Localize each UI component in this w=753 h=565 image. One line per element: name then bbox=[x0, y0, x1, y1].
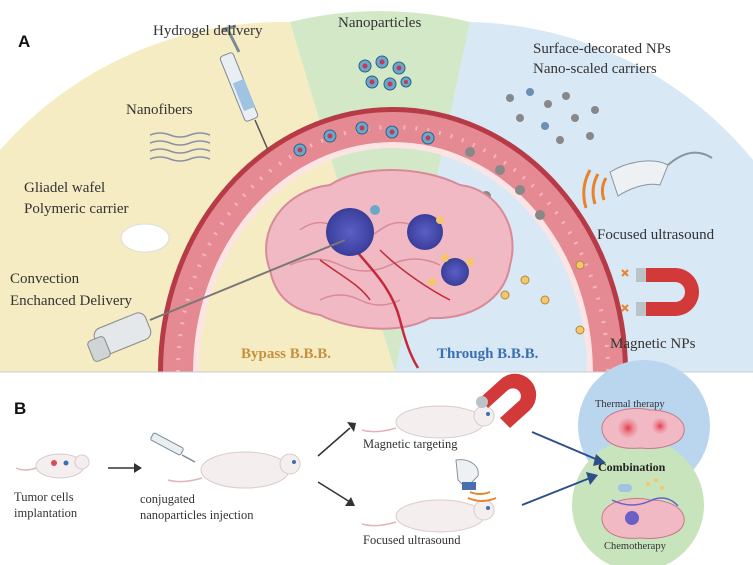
surface-decorated-particles bbox=[506, 88, 599, 144]
catheter-icon bbox=[87, 239, 346, 362]
hydrogel-label: Hydrogel delivery bbox=[153, 23, 263, 39]
polymeric-carrier-label: Polymeric carrier bbox=[24, 201, 129, 217]
thermal-therapy-label: Thermal therapy bbox=[595, 399, 665, 410]
syringe-icon bbox=[219, 24, 269, 151]
convection-label: Convection bbox=[10, 271, 80, 287]
tumor-medium bbox=[407, 214, 443, 250]
mouse-tumor-implantation bbox=[15, 453, 90, 479]
gliadel-label: Gliadel wafel bbox=[24, 180, 106, 196]
vessel-nanoparticles bbox=[293, 121, 545, 220]
combination-label: Combination bbox=[598, 460, 666, 474]
brain-icon bbox=[265, 169, 514, 369]
through-bbb-label: Through B.B.B. bbox=[437, 346, 539, 362]
conjugated-label: conjugated bbox=[140, 492, 195, 506]
magnetic-particles bbox=[500, 260, 585, 335]
panel-a-letter: A bbox=[18, 32, 31, 51]
focused-ultrasound-b-label: Focused ultrasound bbox=[363, 533, 461, 547]
magnetic-nps-label: Magnetic NPs bbox=[610, 336, 696, 352]
nanoparticles-injection-label: nanoparticles injection bbox=[140, 508, 254, 522]
magnet-icon bbox=[621, 268, 699, 316]
gliadel-wafer-icon bbox=[120, 223, 170, 253]
nanoparticle-cluster bbox=[358, 55, 412, 91]
magnetic-targeting-label: Magnetic targeting bbox=[363, 437, 458, 451]
enhanced-delivery-label: Enchanced Delivery bbox=[10, 293, 133, 309]
tumor-small bbox=[441, 258, 469, 286]
mouse-injection bbox=[150, 432, 301, 489]
focused-ultrasound-label: Focused ultrasound bbox=[597, 227, 715, 243]
bypass-bbb-label: Bypass B.B.B. bbox=[241, 346, 332, 362]
panel-b-letter: B bbox=[14, 399, 27, 418]
nanofibers-label: Nanofibers bbox=[126, 102, 193, 118]
mouse-ultrasound bbox=[361, 459, 497, 533]
mouse-magnetic bbox=[361, 373, 537, 439]
panel-b-graphics bbox=[15, 360, 710, 565]
nano-scaled-label: Nano-scaled carriers bbox=[533, 61, 657, 77]
ultrasound-probe-icon bbox=[582, 151, 713, 209]
nanofibers-icon bbox=[149, 132, 211, 162]
implantation-label: implantation bbox=[14, 506, 78, 520]
surface-decorated-label: Surface-decorated NPs bbox=[533, 41, 671, 57]
nanoparticles-label: Nanoparticles bbox=[338, 15, 422, 31]
tumor-cells-label: Tumor cells bbox=[14, 490, 74, 504]
tumor-large bbox=[326, 208, 374, 256]
chemotherapy-label: Chemotherapy bbox=[604, 541, 666, 552]
